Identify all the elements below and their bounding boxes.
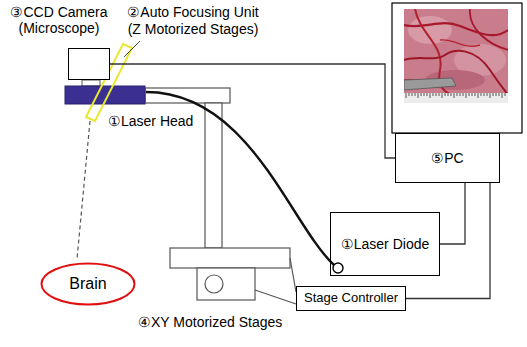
stage-knob <box>205 275 223 293</box>
controller-box: Stage Controller <box>296 286 406 311</box>
part-label: ④XY Motorized Stages <box>138 314 282 331</box>
part-label: ②Auto Focusing Unit (Z Motorized Stages) <box>122 4 264 38</box>
xy-stage <box>170 248 290 268</box>
xy-stage <box>197 268 255 300</box>
leader-line <box>124 41 140 57</box>
camera-box: ③CCD Camera (Microscope) <box>68 48 110 80</box>
cable-connector <box>110 64 395 158</box>
part-label: ①Laser Head <box>108 113 193 130</box>
cable-connector <box>440 183 465 244</box>
node-label: ①Laser Diode <box>341 236 430 252</box>
monitor <box>392 3 522 133</box>
node-label: ③CCD Camera (Microscope) <box>3 4 115 36</box>
pc-box: ⑤PC <box>395 133 500 183</box>
fiber-port <box>333 263 343 273</box>
brain-ellipse: Brain <box>40 262 136 306</box>
laser-beam <box>77 121 90 259</box>
post <box>205 103 222 248</box>
node-label: Stage Controller <box>304 291 398 306</box>
node-label: Brain <box>69 275 106 293</box>
laser-diode-box: ①Laser Diode <box>330 212 440 276</box>
node-label: ⑤PC <box>431 150 463 166</box>
screen-image <box>404 9 508 103</box>
camera-mount <box>82 80 100 86</box>
cable <box>255 290 296 304</box>
